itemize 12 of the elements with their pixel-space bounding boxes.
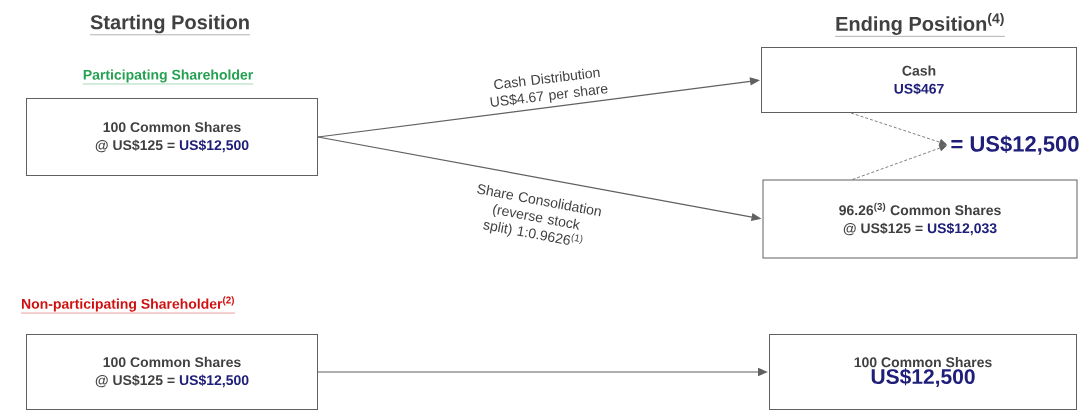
group-heading: Participating Shareholder xyxy=(82,69,254,85)
position-box: 100 Common Shares @ US$125 = US$12,500 xyxy=(26,334,318,410)
total-value: = US$12,500 xyxy=(951,135,1079,155)
position-box: 96.26$^{(3)}$ Common Shares @ US$125 = US$12,033 xyxy=(762,179,1078,259)
edge-label: Cash Distribution US$4.67 per share xyxy=(490,68,608,107)
position-box: 100 Common Shares @ US$125 = US$12,500 xyxy=(26,98,318,176)
heading: Starting Position xyxy=(89,14,251,35)
arrow xyxy=(852,144,947,180)
arrow xyxy=(850,112,947,146)
group-heading: Non-participating Shareholder$^{(2)}$ xyxy=(20,296,236,314)
position-box: 100 Common Shares US$12,500 xyxy=(769,334,1077,410)
position-box: Cash US$467 xyxy=(761,47,1077,113)
